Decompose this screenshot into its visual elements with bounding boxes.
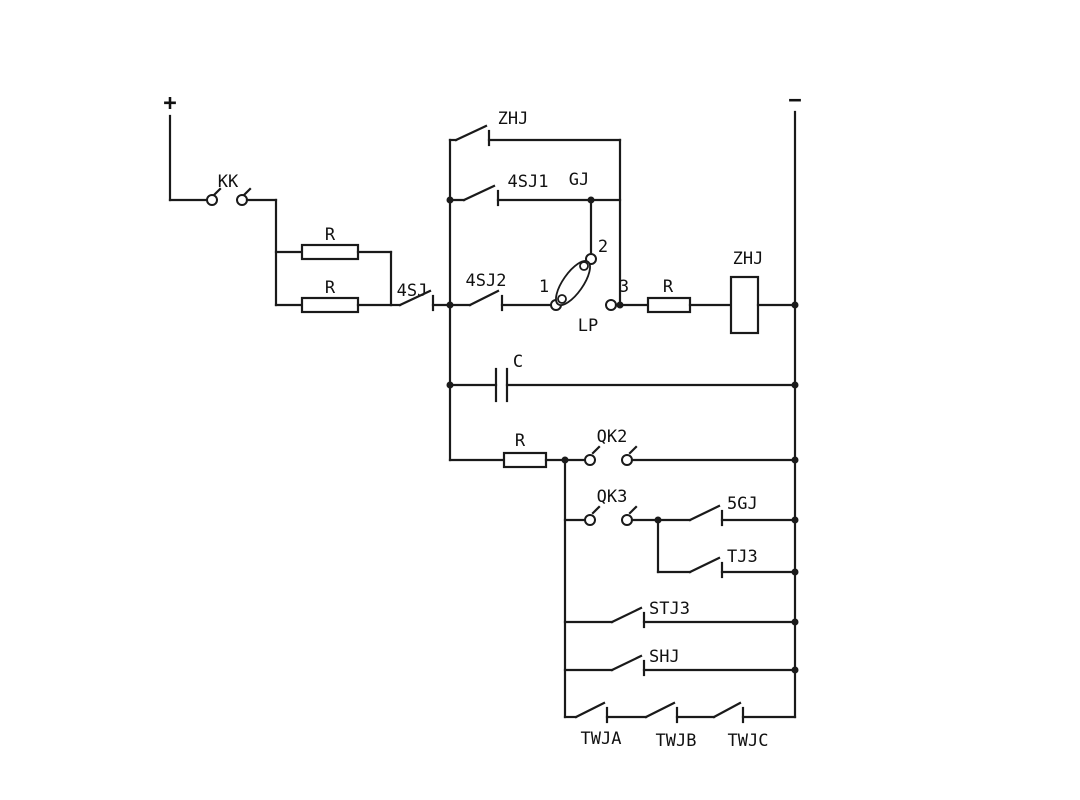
twjb-label: TWJB [656, 731, 697, 751]
gj-label: GJ [569, 170, 589, 190]
junction-dot [587, 196, 595, 204]
twja-label: TWJA [581, 729, 622, 749]
twja-blade [574, 701, 606, 719]
resistor-qk-label: R [515, 431, 526, 451]
resistor-bottom [300, 296, 360, 314]
gj5-label: 5GJ [727, 494, 758, 514]
resistor-top-label: R [325, 225, 336, 245]
junction-dot [791, 301, 799, 309]
shj-label: SHJ [649, 647, 680, 667]
sj4-label: 4SJ [397, 281, 428, 301]
tj3-blade [688, 556, 721, 574]
lp-pin1-label: 1 [539, 277, 549, 297]
qk3-tick-right [628, 505, 638, 515]
qk3-tick-left [591, 505, 601, 515]
lp-plug-pin-bottom [557, 294, 567, 304]
qk3-contact-left [584, 514, 596, 526]
negative-bus: − [788, 88, 802, 719]
positive-bus: + [163, 91, 177, 202]
qk2-contact-left [584, 454, 596, 466]
shj-branch: SHJ [563, 647, 799, 677]
sj4-2-blade [468, 289, 500, 307]
lp-plug-pin-top [579, 261, 589, 271]
stj3-branch: STJ3 [563, 599, 799, 629]
junction-dot [791, 516, 799, 524]
qk2-contact-right [621, 454, 633, 466]
stj3-blade [610, 606, 643, 624]
twj-branch: TWJA TWJB TWJC [563, 701, 797, 751]
tj3-label: TJ3 [727, 547, 758, 567]
capacitor-label: C [513, 352, 523, 372]
lp-terminal-3 [605, 299, 617, 311]
resistor-bottom-label: R [325, 278, 336, 298]
sj4-contact: 4SJ [397, 281, 472, 312]
lp-plug-body [555, 260, 591, 306]
resistor-top [300, 243, 360, 261]
junction-dot [446, 381, 454, 389]
junction-dot [616, 301, 624, 309]
zhj-coil-label: ZHJ [733, 249, 764, 269]
resistor-qk [502, 451, 548, 469]
junction-dot [446, 196, 454, 204]
sj4-1-blade [462, 184, 496, 202]
lp-pin3-label: 3 [619, 277, 629, 297]
qk3-branch: QK3 5GJ TJ3 [563, 487, 799, 579]
lp-label: LP [578, 316, 598, 336]
capacitor-branch: C [446, 352, 799, 403]
qk2-tick-left [591, 445, 601, 455]
qk2-branch: R QK2 [448, 427, 799, 469]
junction-dot [791, 381, 799, 389]
lp-test-plug: 2 1 3 LP [539, 196, 629, 336]
resistor-series [646, 296, 692, 314]
resistor-series-label: R [663, 277, 674, 297]
stj3-label: STJ3 [649, 599, 690, 619]
qk2-label: QK2 [597, 427, 628, 447]
qk3-contact-right [621, 514, 633, 526]
positive-bus-label: + [163, 91, 176, 116]
junction-dot [791, 666, 799, 674]
zhj-relay-coil [729, 275, 760, 335]
kk-contact-left [206, 194, 218, 206]
zhj-contact-blade [454, 124, 488, 142]
sj4-2-contact: 4SJ2 [466, 271, 553, 312]
kk-blade-right [242, 187, 252, 197]
kk-blade-left [212, 187, 222, 197]
parallel-branch-box: ZHJ 4SJ1 GJ [446, 109, 622, 462]
lp-pin2-label: 2 [598, 237, 608, 257]
kk-contact-right [236, 194, 248, 206]
gj5-blade [688, 504, 721, 522]
qk2-tick-right [628, 445, 638, 455]
junction-dot [791, 456, 799, 464]
kk-switch: KK [168, 172, 278, 206]
twjc-label: TWJC [728, 731, 769, 751]
twjc-blade [712, 701, 742, 719]
kk-label: KK [218, 172, 239, 192]
parallel-resistors: R R [274, 198, 402, 314]
junction-dot [791, 618, 799, 626]
sj4-1-label: 4SJ1 [508, 172, 549, 192]
negative-bus-label: − [788, 88, 801, 113]
zhj-contact-label: ZHJ [498, 109, 529, 129]
coil-branch: R ZHJ [614, 249, 799, 335]
twjb-blade [644, 701, 676, 719]
shj-blade [610, 654, 643, 672]
junction-dot [791, 568, 799, 576]
sj4-blade [398, 289, 432, 307]
sj4-2-label: 4SJ2 [466, 271, 507, 291]
qk3-label: QK3 [597, 487, 628, 507]
